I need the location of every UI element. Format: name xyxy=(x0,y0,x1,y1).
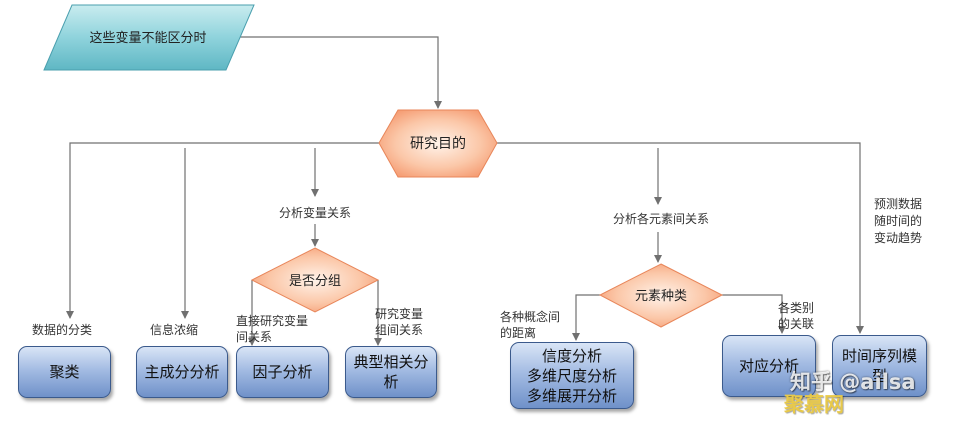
arrow-start-to-center xyxy=(240,36,442,109)
box-correspondence: 对应分析 xyxy=(722,335,816,397)
arrow-type-to-correspondence xyxy=(722,294,786,334)
label-correspondence: 各类别 的关联 xyxy=(778,301,815,331)
start-parallelogram xyxy=(43,4,255,71)
decision-type-text: 元素种类 xyxy=(635,289,687,304)
purpose-hexagon xyxy=(378,109,498,178)
label-reliability: 各种概念间 的距离 xyxy=(500,310,561,340)
arrow-center-to-timeseries xyxy=(492,142,864,334)
box-cluster: 聚类 xyxy=(18,346,111,398)
start-text: 这些变量不能区分时 xyxy=(89,30,206,46)
box-cca: 典型相关分 析 xyxy=(345,346,437,398)
decision-group-text: 是否分组 xyxy=(289,274,341,289)
label-factor: 直接研究变量 间关系 xyxy=(236,314,309,344)
decision-group-diamond xyxy=(250,247,380,313)
box-factor: 因子分析 xyxy=(236,346,329,398)
arrow-type-to-reliability xyxy=(572,294,600,341)
label-pca: 信息浓缩 xyxy=(150,323,199,337)
branch-label-variables: 分析变量关系 xyxy=(279,206,352,220)
watermark-site: 聚慕网 xyxy=(784,392,844,416)
label-cluster: 数据的分类 xyxy=(32,323,93,337)
box-reliability: 信度分析 多维尺度分析 多维展开分析 xyxy=(510,342,634,409)
label-cca: 研究变量 组间关系 xyxy=(375,307,424,337)
branch-label-elements: 分析各元素间关系 xyxy=(613,212,710,226)
decision-type-diamond xyxy=(598,263,724,328)
box-timeseries: 时间序列模 型 xyxy=(832,335,927,397)
box-pca: 主成分分析 xyxy=(136,346,228,398)
connectors xyxy=(66,36,864,346)
label-timeseries: 预测数据 随时间的 变动趋势 xyxy=(874,197,923,245)
purpose-text: 研究目的 xyxy=(410,136,466,152)
arrow-center-to-cluster xyxy=(66,142,385,319)
watermark-zhihu: 知乎 @ailsa xyxy=(790,370,916,394)
